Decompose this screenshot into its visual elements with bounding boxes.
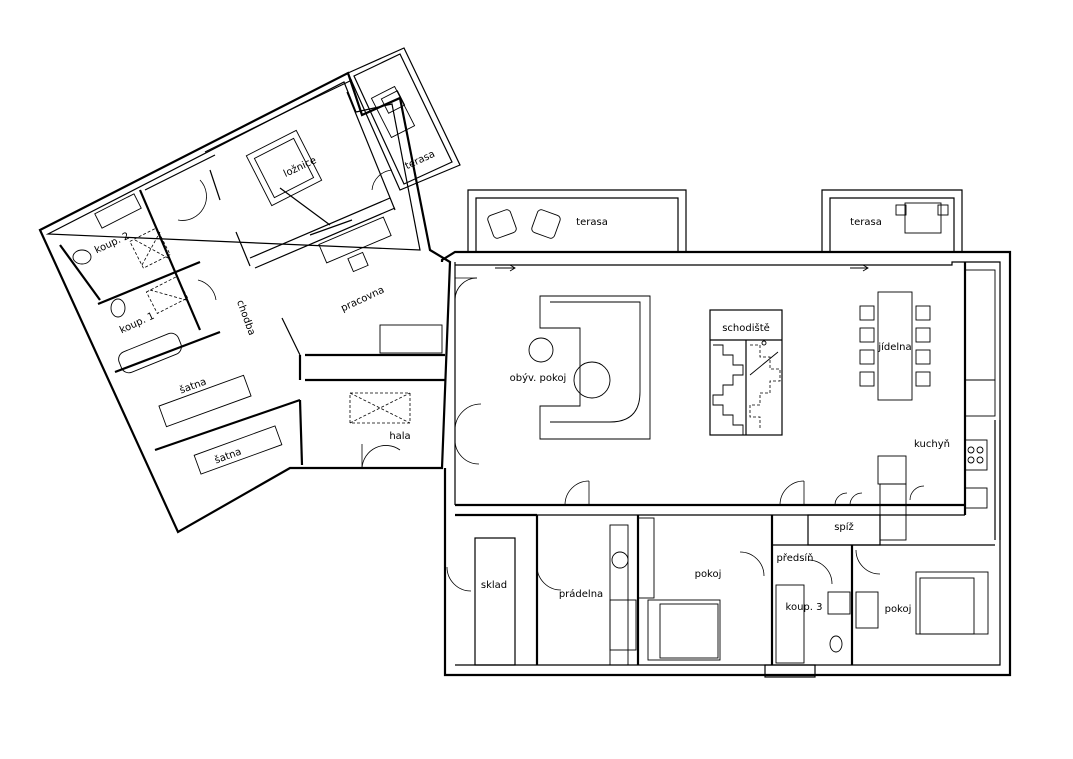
label-chodba: chodba xyxy=(234,299,257,337)
label-terasa-northwest: terasa xyxy=(404,149,437,172)
label-satna-2: šatna xyxy=(213,446,243,467)
terrace-northwest xyxy=(347,47,461,191)
label-predsin: předsíň xyxy=(776,552,813,564)
label-terasa-north-2: terasa xyxy=(850,217,882,228)
label-terasa-north-1: terasa xyxy=(576,217,608,228)
label-spiz: spíž xyxy=(834,521,854,533)
main-block xyxy=(440,250,1012,678)
label-pokoj-2: pokoj xyxy=(885,604,912,615)
label-sklad: sklad xyxy=(481,580,507,591)
label-koup-2: koup. 2 xyxy=(93,231,131,257)
label-pracovna: pracovna xyxy=(339,285,386,315)
label-hala: hala xyxy=(389,431,410,442)
label-kuchyn: kuchyň xyxy=(914,438,950,450)
terraces-north xyxy=(467,189,963,252)
label-pradelna: prádelna xyxy=(559,588,603,600)
label-jidelna: jídelna xyxy=(877,341,911,353)
label-koup-3: koup. 3 xyxy=(786,602,823,613)
label-pokoj-1: pokoj xyxy=(695,569,722,580)
label-koup-1: koup. 1 xyxy=(118,311,156,337)
bedroom-wing xyxy=(38,71,452,534)
label-obyv-pokoj: obýv. pokoj xyxy=(510,372,567,384)
label-schodiste: schodiště xyxy=(722,322,770,334)
